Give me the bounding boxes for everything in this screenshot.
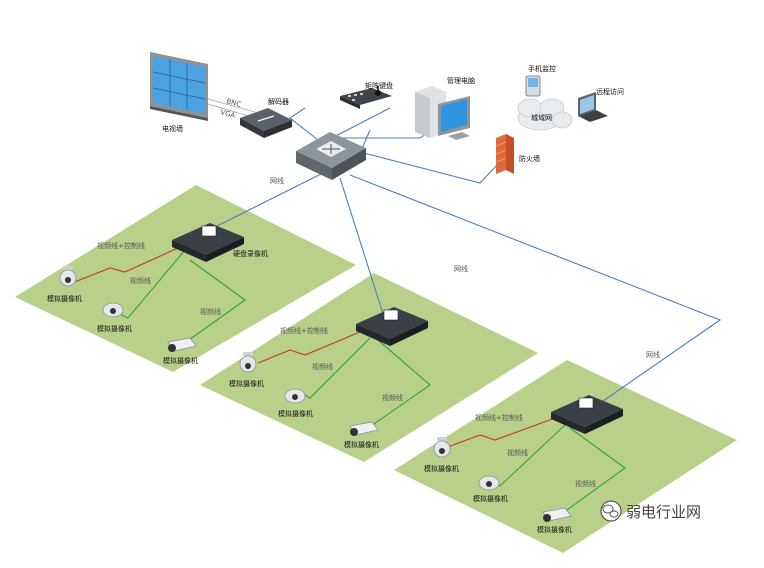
mobile-monitor-label: 手机监控: [528, 64, 556, 73]
joystick-keyboard-label: 矩阵键盘: [365, 81, 393, 90]
network-line-label-1: 网线: [270, 176, 284, 185]
zone-1: [15, 185, 356, 372]
video-wall-icon: [150, 52, 208, 121]
dvr-icon-1: [172, 223, 244, 262]
bullet-camera-icon-2: [349, 421, 379, 436]
mobile-phone-icon: [525, 75, 541, 97]
dome-camera-icon-2: [284, 388, 306, 404]
firewall-label: 防火墙: [519, 154, 540, 163]
video-line-label-3b: 视频线: [575, 479, 596, 488]
speed-dome-camera-icon-1: [59, 266, 77, 287]
management-pc-icon: [415, 86, 470, 140]
bullet-camera-icon-3: [542, 507, 572, 522]
dome-camera-icon-1: [102, 302, 124, 318]
camera-label-1c: 模拟摄像机: [163, 356, 198, 365]
dvr-label-1: 硬盘录像机: [233, 249, 268, 258]
bullet-camera-icon-1: [167, 337, 197, 352]
camera-label-2a: 模拟摄像机: [229, 379, 264, 388]
cloud-icon: [517, 98, 573, 131]
video-control-line-label-1: 视频线+控制线: [97, 241, 145, 250]
camera-label-3b: 模拟摄像机: [473, 494, 508, 503]
remote-access-label: 远程访问: [596, 87, 624, 96]
video-line-label-1a: 视频线: [130, 276, 151, 285]
wan-label: 城域网: [531, 113, 552, 122]
dome-camera-icon-3: [478, 475, 500, 491]
dvr-icon-3: [551, 395, 623, 434]
video-line-label-3a: 视频线: [507, 448, 528, 457]
decoder-label: 解码器: [268, 97, 289, 106]
vga-label: VGA: [219, 108, 236, 120]
network-line-label-2: 网线: [454, 264, 468, 273]
network-line-label-3: 网线: [646, 350, 660, 359]
zone-3: [394, 360, 737, 553]
camera-label-3a: 模拟摄像机: [424, 464, 459, 473]
video-line-label-2a: 视频线: [312, 362, 333, 371]
video-wall-label: 电视墙: [162, 124, 183, 133]
speed-dome-camera-icon-3: [433, 437, 451, 458]
video-line-label-2b: 视频线: [382, 393, 403, 402]
camera-label-2b: 模拟摄像机: [278, 409, 313, 418]
camera-label-1b: 模拟摄像机: [97, 324, 132, 333]
joystick-keyboard-icon: [340, 86, 392, 109]
watermark-text: 弱电行业网: [626, 503, 701, 521]
speed-dome-camera-icon-2: [239, 352, 257, 373]
laptop-icon: [578, 92, 608, 122]
video-line-label-1b: 视频线: [200, 307, 221, 316]
dvr-icon-2: [356, 307, 428, 346]
management-pc-label: 管理电脑: [447, 76, 475, 85]
decoder-icon: [240, 108, 292, 138]
control-line-1: [71, 247, 179, 284]
camera-label-3c: 模拟摄像机: [537, 525, 572, 534]
wechat-icon: [600, 500, 622, 522]
firewall-icon: [495, 134, 514, 174]
zone-2: [200, 273, 538, 462]
video-control-line-label-2: 视频线+控制线: [280, 326, 328, 335]
camera-label-2c: 模拟摄像机: [344, 440, 379, 449]
core-switch-icon: [296, 132, 366, 180]
camera-label-1a: 模拟摄像机: [47, 294, 82, 303]
bnc-label: BNC: [225, 97, 242, 109]
video-control-line-label-3: 视频线+控制线: [475, 413, 523, 422]
